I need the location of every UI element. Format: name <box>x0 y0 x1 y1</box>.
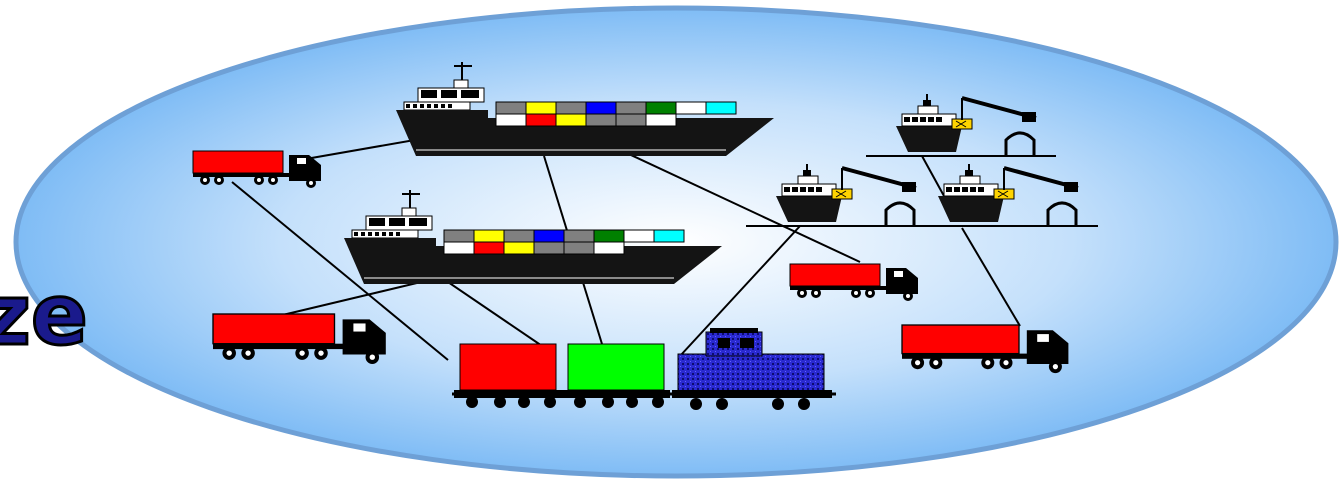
container-ship-icon <box>343 189 723 285</box>
cargo-container <box>585 113 617 127</box>
cargo-container <box>503 241 535 255</box>
cargo-container <box>563 229 595 243</box>
train-container-green <box>567 343 665 391</box>
cargo-container <box>533 241 565 255</box>
cargo-container <box>563 241 595 255</box>
cargo-container <box>495 101 527 115</box>
cargo-container <box>473 229 505 243</box>
cargo-container <box>495 113 527 127</box>
cargo-container <box>503 229 535 243</box>
cargo-container <box>653 229 685 243</box>
train-container-red <box>459 343 557 391</box>
cargo-container <box>525 101 557 115</box>
cargo-container <box>645 113 677 127</box>
cargo-container <box>555 101 587 115</box>
cargo-container <box>443 241 475 255</box>
cargo-container <box>623 229 655 243</box>
cargo-container <box>675 101 707 115</box>
cargo-container <box>585 101 617 115</box>
cargo-container <box>533 229 565 243</box>
cargo-container <box>593 241 625 255</box>
locomotive <box>672 328 832 410</box>
cargo-container <box>615 113 647 127</box>
cargo-container <box>593 229 625 243</box>
cut-off-text: ze <box>0 266 88 364</box>
cargo-container <box>645 101 677 115</box>
cargo-container <box>473 241 505 255</box>
cargo-container <box>525 113 557 127</box>
freight-train-icon <box>452 328 836 410</box>
cargo-container <box>443 229 475 243</box>
cargo-container <box>555 113 587 127</box>
container-ship-icon <box>395 61 775 157</box>
cargo-container <box>705 101 737 115</box>
cargo-container <box>615 101 647 115</box>
